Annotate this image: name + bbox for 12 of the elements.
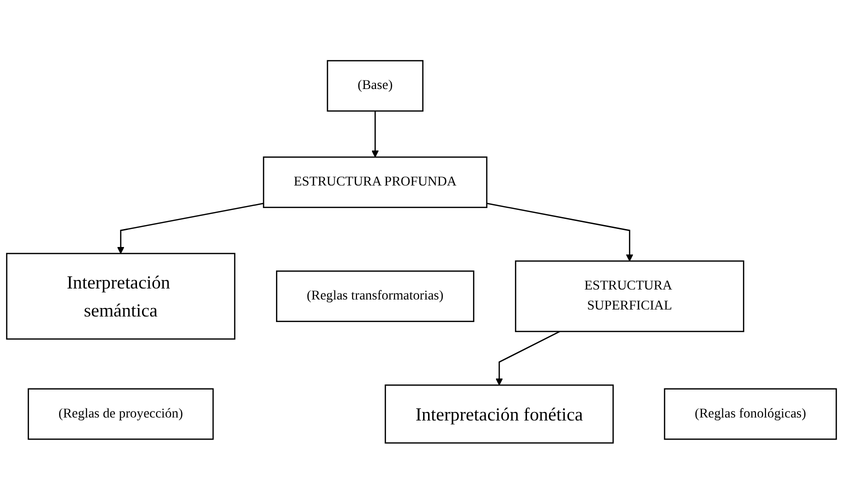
node-box: Interpretación semántica (6, 252, 236, 340)
node-box: ESTRUCTURA SUPERFICIAL (514, 260, 744, 332)
node-box: (Base) (326, 60, 424, 112)
arrow (486, 202, 634, 262)
arrow (496, 330, 560, 386)
node-box: ESTRUCTURA PROFUNDA (262, 156, 488, 208)
node-box: (Reglas de proyección) (28, 388, 214, 440)
node-box: (Reglas transformatorias) (276, 270, 474, 322)
node-box: Interpretación fonética (384, 384, 614, 444)
arrow (371, 110, 379, 158)
arrow (117, 202, 264, 254)
node-box: (Reglas fonológicas) (664, 388, 837, 440)
